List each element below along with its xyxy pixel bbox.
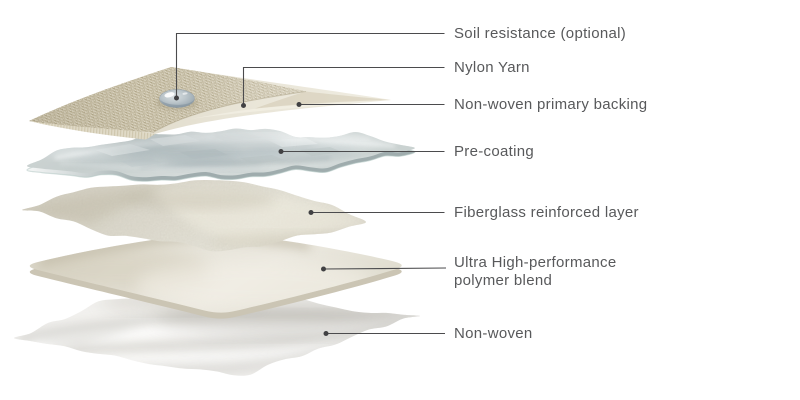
- label-non-woven: Non-woven: [454, 324, 533, 342]
- leader-lines: [175, 32, 447, 335]
- label-nylon-yarn: Nylon Yarn: [454, 58, 530, 76]
- leader-dots: [174, 95, 329, 336]
- leader-soil-resistance: [175, 32, 445, 98]
- leader-nylon-yarn: [242, 66, 445, 106]
- label-polymer-blend-row-2: polymer blend: [454, 272, 553, 289]
- label-polymer-blend: Ultra High-performance polymer blend: [454, 254, 617, 290]
- label-primary-backing: Non-woven primary backing: [454, 95, 648, 113]
- label-soil-resistance: Soil resistance (optional): [454, 24, 627, 42]
- label-polymer-blend-row-1: Ultra High-performance: [454, 254, 617, 271]
- leader-polymer-blend: [323, 267, 447, 270]
- layer-carpet: [29, 67, 391, 140]
- label-fiberglass: Fiberglass reinforced layer: [454, 203, 639, 221]
- label-pre-coating: Pre-coating: [454, 142, 535, 160]
